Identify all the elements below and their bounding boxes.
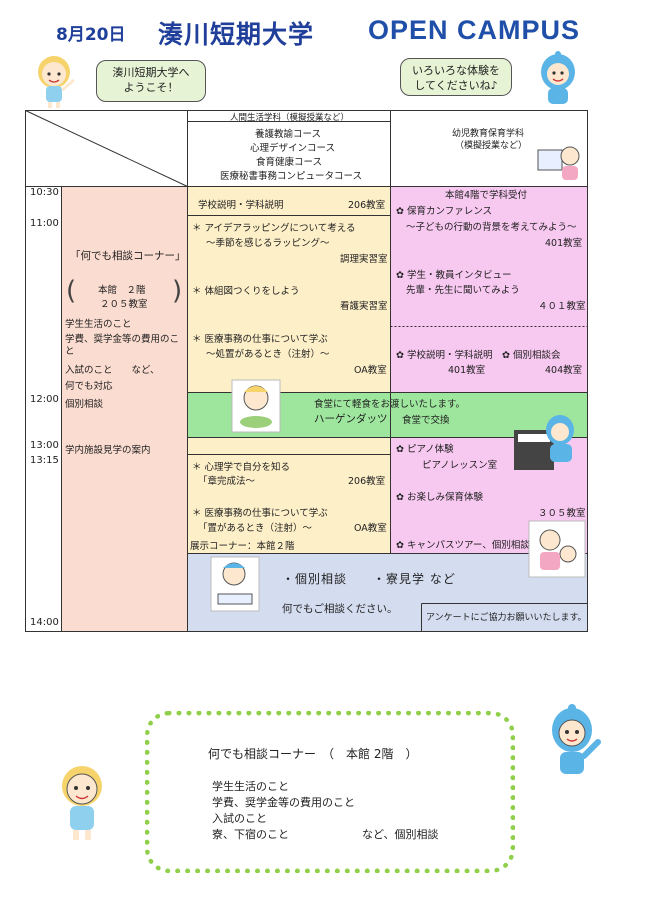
life-dept-header: 人間生活学科（模擬授業など） (230, 113, 350, 123)
life-session6-sub: 「置があるとき（注射）～ (198, 523, 313, 534)
child-session2-title: ✿ 学生・教員インタビュー (396, 270, 512, 281)
university-name: 湊川短期大学 (158, 20, 315, 49)
mascot-blue-icon (541, 51, 575, 104)
consult-box-item: 寮、下宿のこと (212, 828, 289, 841)
survey-note: アンケートにご協力お願いいたします。 (426, 613, 587, 623)
mascot-lunch-icon (231, 379, 281, 433)
child-dept-sub: （模擬授業など） (455, 141, 528, 151)
consult-building: 本館 ２階 (98, 285, 146, 296)
consult-column (62, 187, 188, 632)
child-session4-sub: ピアノレッスン室 (422, 460, 498, 471)
consult-info-box (145, 711, 515, 873)
bracket-right: ) (172, 276, 183, 306)
course-nursing: 養護教諭コース (255, 129, 322, 140)
life-session2-title: ＊ アイデアラッピングについて考える (192, 223, 356, 234)
mascot-book-icon (537, 146, 580, 180)
child-morning-area (391, 187, 588, 392)
lunch-line3: 食堂で交換 (402, 415, 450, 426)
mascot-piano-icon (514, 415, 574, 470)
bubble-line: 湊川短期大学へ (112, 66, 190, 79)
bubble-line: ようこそ！ (123, 81, 179, 94)
mascot-family-icon (528, 520, 586, 578)
consult-corner-title: 「何でも相談コーナー」 (70, 250, 186, 262)
child-session3-room-b: 404教室 (545, 365, 583, 376)
life-session6-room: OA教室 (354, 523, 387, 534)
time-1300: 13:00 (30, 440, 59, 451)
life-morning-area (188, 187, 391, 392)
child-session2-room: ４０１教室 (538, 301, 586, 312)
consult-item: 入試のこと など、 (65, 365, 160, 376)
time-1400: 14:00 (30, 617, 59, 628)
life-session3-title: ＊ 体組図つくりをしよう (192, 286, 300, 297)
child-session3-title: ✿ 学校説明・学科説明 ✿ 個別相談会 (396, 350, 561, 361)
child-reception: 本館4階で学科受付 (445, 190, 528, 201)
event-date: 8月20日 (56, 25, 126, 45)
course-medical: 医療秘書事務コンピュータコース (220, 171, 363, 182)
course-food: 食育健康コース (256, 157, 323, 168)
life-session5-title: ＊ 心理学で自分を知る (192, 462, 291, 473)
bottom-consult-line2: 何でもご相談ください。 (282, 603, 398, 615)
experience-bubble: いろいろな体験を してくださいね♪ (400, 58, 512, 96)
life-session4-room: OA教室 (354, 365, 387, 376)
life-session1-title: 学校説明・学科説明 (198, 200, 284, 211)
consult-box-item: 入試のこと (212, 812, 267, 825)
course-psych: 心理デザインコース (250, 143, 336, 154)
time-1200: 12:00 (30, 394, 59, 405)
life-session2-room: 調理実習室 (340, 254, 388, 265)
life-afternoon-area (188, 438, 391, 553)
life-session4-sub: ～処置があるとき（注射）～ (206, 349, 330, 360)
time-1315: 13:15 (30, 455, 59, 466)
event-title: OPEN CAMPUS (368, 15, 581, 45)
life-session3-room: 看護実習室 (340, 301, 388, 312)
consult-room: ２０５教室 (100, 299, 148, 310)
consult-item: 個別相談 (65, 399, 104, 410)
life-exhibit: 展示コーナー：本館２階 (190, 541, 295, 552)
life-session2-sub: ～季節を感じるラッピング～ (206, 238, 330, 249)
consult-box-item: 学費、奨学金等の費用のこと (212, 796, 355, 809)
child-session4-title: ✿ ピアノ体験 (396, 444, 454, 455)
consult-item: 学生生活のこと (65, 319, 132, 330)
mascot-blue-bottom-icon (552, 704, 601, 774)
mascot-study-icon (210, 556, 260, 612)
bubble-line: してくださいね♪ (414, 79, 498, 92)
child-session1-title: ✿ 保育カンファレンス (396, 206, 493, 217)
lunch-line2: ハーゲンダッツ (314, 413, 388, 425)
consult-item: 学内施設見学の案内 (65, 445, 151, 456)
consult-item: 学費、奨学金等の費用のこと (65, 334, 180, 357)
time-1030: 10:30 (30, 187, 59, 198)
child-session2-sub: 先輩・先生に聞いてみよう (406, 285, 520, 296)
welcome-bubble: 湊川短期大学へ ようこそ！ (96, 60, 206, 102)
child-session5-room: ３０５教室 (538, 508, 586, 519)
consult-box-item-suffix: など、個別相談 (362, 828, 439, 841)
child-dept-header: 幼児教育保育学科 (452, 129, 525, 139)
child-session1-room: 401教室 (545, 238, 583, 249)
life-session6-title: ＊ 医療事務の仕事について学ぶ (192, 508, 328, 519)
life-session4-title: ＊ 医療事務の仕事について学ぶ (192, 334, 328, 345)
child-session5-title: ✿ お楽しみ保育体験 (396, 492, 483, 503)
bottom-consult-line1: ・個別相談 ・寮見学 など (282, 572, 456, 586)
child-session1-sub: ～子どもの行動の背景を考えてみよう～ (406, 222, 577, 233)
life-session5-sub: 「章完成法～ (198, 476, 256, 487)
consult-box-item: 学生生活のこと (212, 780, 289, 793)
life-session1-room: 206教室 (348, 200, 386, 211)
bubble-line: いろいろな体験を (412, 64, 500, 77)
mascot-girl-bottom-icon (62, 766, 102, 840)
consult-item: 何でも対応 (65, 381, 113, 392)
bracket-left: ( (66, 276, 77, 306)
child-session3-room-a: 401教室 (448, 365, 486, 376)
consult-box-title: 何でも相談コーナー （ 本館 2階 ） (208, 747, 418, 761)
time-1100: 11:00 (30, 218, 59, 229)
child-session6-title: ✿ キャンパスツアー、個別相談 (396, 540, 530, 551)
mascot-girl-icon (38, 56, 75, 108)
lunch-line1: 食堂にて軽食をお渡しいたします。 (314, 399, 466, 410)
life-session5-room: 206教室 (348, 476, 386, 487)
